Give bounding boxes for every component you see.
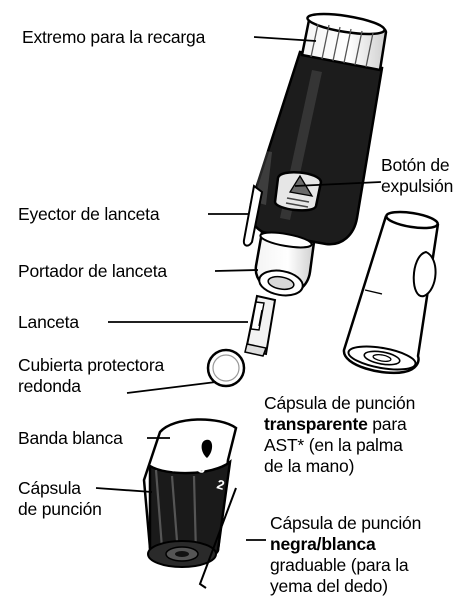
device-body <box>249 50 384 246</box>
lancet-ejector-slider <box>242 184 264 247</box>
lancet <box>244 294 277 357</box>
adjustable-puncture-cap: 4 3 2 1 <box>142 418 238 568</box>
label-bw-cap-line1: Cápsula de punción <box>270 513 422 533</box>
label-clear-cap-rest: para <box>367 414 407 434</box>
label-clear-cap-line2: transparente para <box>264 414 407 435</box>
label-round-cover-line1: Cubierta protectora <box>18 355 165 375</box>
label-bw-cap-line4: yema del dedo) <box>270 576 388 596</box>
label-eject-button-line1: Botón de <box>381 155 450 175</box>
label-clear-cap-line1: Cápsula de punción <box>264 393 416 413</box>
clear-ast-cap <box>342 210 440 375</box>
lancet-holder <box>254 230 316 297</box>
label-puncture-cap-line1: Cápsula <box>18 478 81 498</box>
label-refill-end: Extremo para la recarga <box>22 27 206 47</box>
dial-number-2: 2 <box>215 476 226 492</box>
label-clear-cap-line4: de la mano) <box>264 456 355 476</box>
label-bw-cap-line3: graduable (para la <box>270 555 409 575</box>
label-lancet: Lanceta <box>18 312 79 332</box>
label-lancet-ejector: Eyector de lanceta <box>18 204 160 224</box>
leader-lines <box>95 36 382 541</box>
round-protective-cover <box>206 348 246 388</box>
label-puncture-cap-line2: de punción <box>18 499 102 519</box>
label-bw-cap-bold: negra/blanca <box>270 534 376 554</box>
dial-number-3: 3 <box>197 459 207 476</box>
label-eject-button-line2: expulsión <box>381 176 454 196</box>
bw-cap-bracket <box>198 487 237 589</box>
label-white-band: Banda blanca <box>18 428 123 448</box>
dial-number-1: 1 <box>225 492 235 505</box>
label-lancet-holder: Portador de lanceta <box>18 261 167 281</box>
eject-button <box>273 170 323 212</box>
label-bw-cap-line2: negra/blanca <box>270 534 376 555</box>
label-clear-cap-bold: transparente <box>264 414 368 434</box>
label-clear-cap-line3: AST* (en la palma <box>264 435 403 455</box>
label-round-cover-line2: redonda <box>18 376 81 396</box>
dial-number-4: 4 <box>166 458 176 475</box>
